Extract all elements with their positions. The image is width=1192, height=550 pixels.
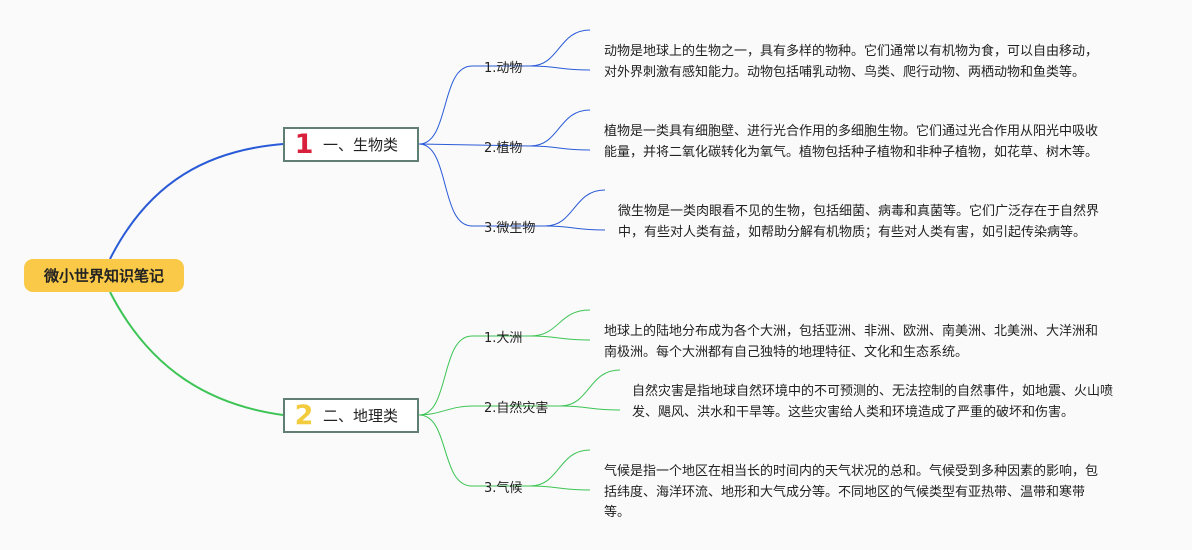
bracket-b1-leaf3 bbox=[544, 189, 606, 231]
bracket-b2-leaf1 bbox=[529, 309, 591, 341]
leaf-description-animals: 动物是地球上的生物之一，具有多样的物种。它们通常以有机物为食，可以自由移动，对外… bbox=[604, 44, 1099, 80]
connector-b1-leaf3 bbox=[418, 143, 545, 227]
leaf-description-climate: 气候是指一个地区在相当长的时间内的天气状况的总和。气候受到多种因素的影响，包括纬… bbox=[604, 464, 1099, 520]
connector-b1-leaf2 bbox=[418, 143, 531, 147]
connector-b2-leaf2 bbox=[418, 405, 560, 416]
root-label: 微小世界知识笔记 bbox=[43, 267, 164, 285]
connector-root-b2 bbox=[109, 291, 284, 416]
branch-label: 一、生物类 bbox=[323, 136, 399, 154]
leaf-node-plants[interactable]: 2.植物 bbox=[484, 141, 523, 156]
branch-node-biology[interactable]: 1 一、生物类 bbox=[283, 127, 419, 162]
leaf-node-natural-disasters[interactable]: 2.自然灾害 bbox=[484, 401, 549, 416]
bracket-b2-leaf3 bbox=[529, 449, 591, 491]
leaf-node-animals[interactable]: 1.动物 bbox=[484, 61, 523, 76]
leaf-description-microbes: 微生物是一类肉眼看不见的生物，包括细菌、病毒和真菌等。它们广泛存在于自然界中，有… bbox=[618, 204, 1100, 240]
bracket-b1-leaf1 bbox=[529, 29, 591, 71]
leaf-description-plants: 植物是一类具有细胞壁、进行光合作用的多细胞生物。它们通过光合作用从阳光中吸收能量… bbox=[604, 124, 1099, 160]
root-node[interactable]: 微小世界知识笔记 bbox=[24, 259, 184, 292]
leaf-node-continents[interactable]: 1.大洲 bbox=[484, 331, 523, 346]
branch-number-badge: 1 bbox=[294, 129, 314, 160]
connector-b1-leaf1 bbox=[418, 65, 530, 145]
leaf-node-microbes[interactable]: 3.微生物 bbox=[484, 221, 536, 236]
bracket-b2-leaf2 bbox=[559, 369, 621, 411]
leaf-description-natural-disasters: 自然灾害是指地球自然环境中的不可预测的、无法控制的自然事件，如地震、火山喷发、飓… bbox=[632, 384, 1114, 420]
connector-b2-leaf3 bbox=[418, 414, 530, 487]
bracket-b1-leaf2 bbox=[529, 109, 591, 151]
connector-b2-leaf1 bbox=[418, 335, 530, 416]
leaf-node-climate[interactable]: 3.气候 bbox=[484, 481, 523, 496]
connector-root-b1 bbox=[109, 143, 284, 260]
branch-label: 二、地理类 bbox=[323, 407, 399, 425]
leaf-description-continents: 地球上的陆地分布成为各个大洲，包括亚洲、非洲、欧洲、南美洲、北美洲、大洋洲和南极… bbox=[604, 324, 1099, 360]
branch-node-geography[interactable]: 2 二、地理类 bbox=[283, 398, 419, 433]
branch-number-badge: 2 bbox=[294, 400, 314, 431]
